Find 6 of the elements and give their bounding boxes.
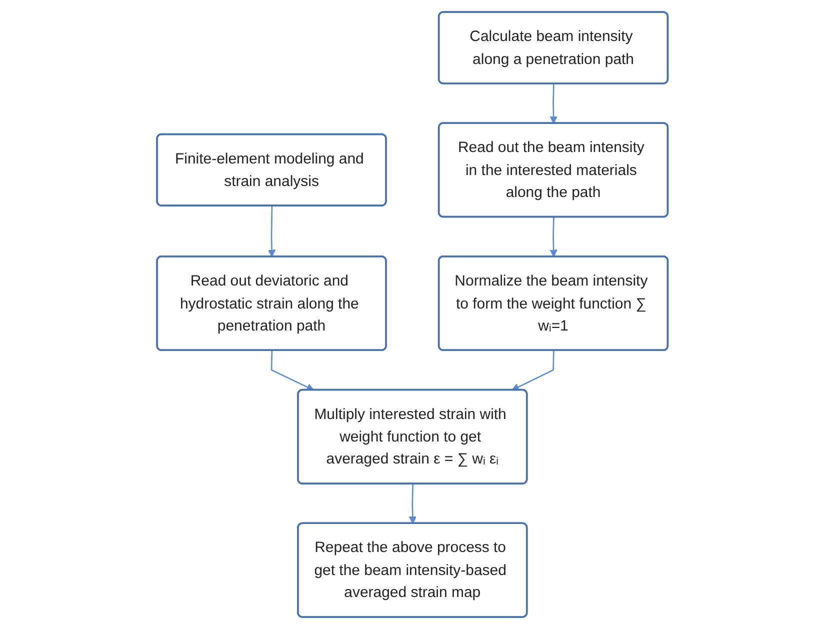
arrow — [512, 350, 554, 391]
arrow — [408, 484, 417, 524]
arrow — [270, 350, 314, 391]
arrow — [550, 84, 558, 124]
arrow — [550, 217, 558, 258]
arrow — [268, 206, 276, 258]
